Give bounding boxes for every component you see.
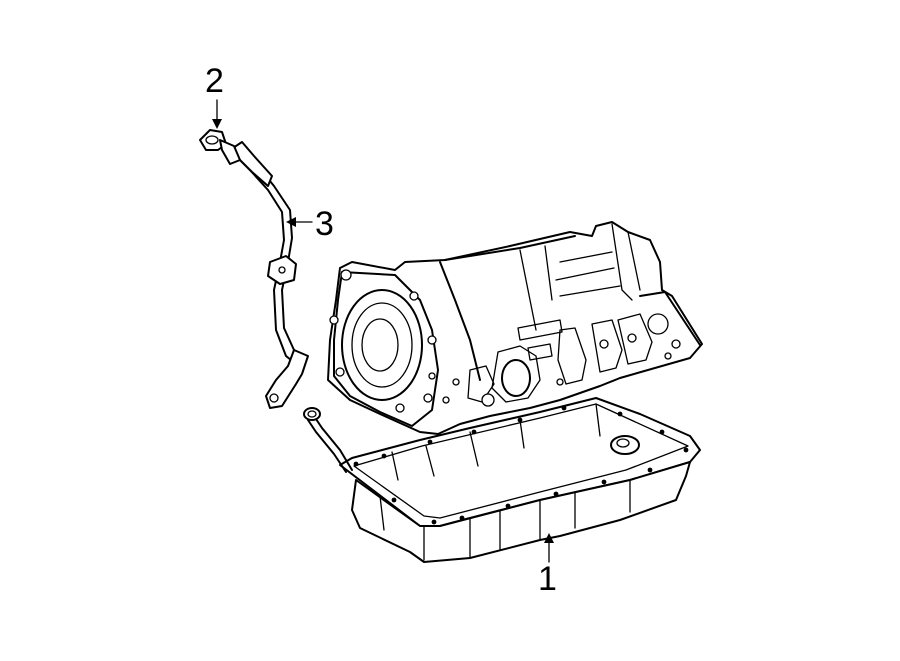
callout-2-label: 2 bbox=[205, 62, 224, 100]
callout-1-label: 1 bbox=[538, 560, 557, 598]
callout-3: 3 bbox=[286, 205, 334, 243]
callout-2: 2 bbox=[205, 62, 224, 129]
callout-1: 1 bbox=[538, 533, 557, 598]
dipstick-tube bbox=[229, 141, 309, 409]
filler-tube bbox=[303, 407, 353, 473]
oil-pan bbox=[339, 397, 701, 563]
callout-3-label: 3 bbox=[315, 205, 334, 243]
transmission-assembly bbox=[327, 221, 703, 435]
dipstick bbox=[199, 129, 241, 165]
